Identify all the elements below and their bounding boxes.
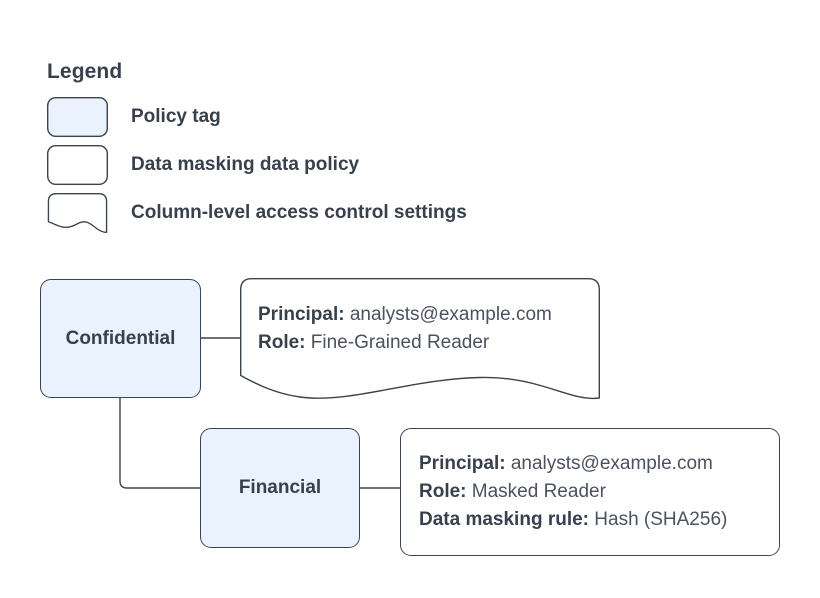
- detail-line-role: Role: Masked Reader: [419, 478, 767, 506]
- detail-value-role: Fine-Grained Reader: [310, 332, 490, 353]
- detail-key-role: Role:: [419, 481, 467, 502]
- node-label-confidential: Confidential: [65, 327, 176, 349]
- detail-key-principal: Principal:: [419, 453, 506, 474]
- detail-value-masking-rule: Hash (SHA256): [594, 509, 728, 530]
- detail-text-financial: Principal: analysts@example.com Role: Ma…: [401, 450, 779, 534]
- detail-key-masking-rule: Data masking rule:: [419, 509, 589, 530]
- column-access-settings-swatch: [47, 193, 108, 233]
- legend-title: Legend: [47, 60, 123, 83]
- detail-line-principal: Principal: analysts@example.com: [419, 450, 767, 478]
- node-confidential[interactable]: Confidential: [40, 279, 201, 398]
- legend-label-data-masking-policy: Data masking data policy: [131, 154, 360, 175]
- detail-text-confidential: Principal: analysts@example.com Role: Fi…: [240, 301, 600, 357]
- detail-key-role: Role:: [258, 332, 306, 353]
- detail-value-principal: analysts@example.com: [349, 304, 552, 325]
- document-shape-outline: [240, 278, 600, 400]
- policy-tag-swatch: [47, 97, 108, 137]
- detail-box-financial-masking-policy[interactable]: Principal: analysts@example.com Role: Ma…: [400, 428, 780, 556]
- node-label-financial: Financial: [238, 477, 322, 498]
- detail-value-principal: analysts@example.com: [510, 453, 713, 474]
- detail-value-role: Masked Reader: [471, 481, 606, 502]
- data-masking-policy-swatch: [47, 145, 108, 185]
- detail-key-principal: Principal:: [258, 304, 345, 325]
- edge-confidential-to-financial: [119, 398, 200, 489]
- detail-line-principal: Principal: analysts@example.com: [258, 301, 588, 329]
- detail-box-confidential-access-settings[interactable]: Principal: analysts@example.com Role: Fi…: [240, 278, 600, 400]
- legend-label-column-access-settings: Column-level access control settings: [131, 202, 467, 223]
- detail-line-role: Role: Fine-Grained Reader: [258, 329, 588, 357]
- node-financial[interactable]: Financial: [200, 428, 360, 548]
- legend-label-policy-tag: Policy tag: [131, 106, 221, 127]
- detail-line-masking-rule: Data masking rule: Hash (SHA256): [419, 506, 767, 534]
